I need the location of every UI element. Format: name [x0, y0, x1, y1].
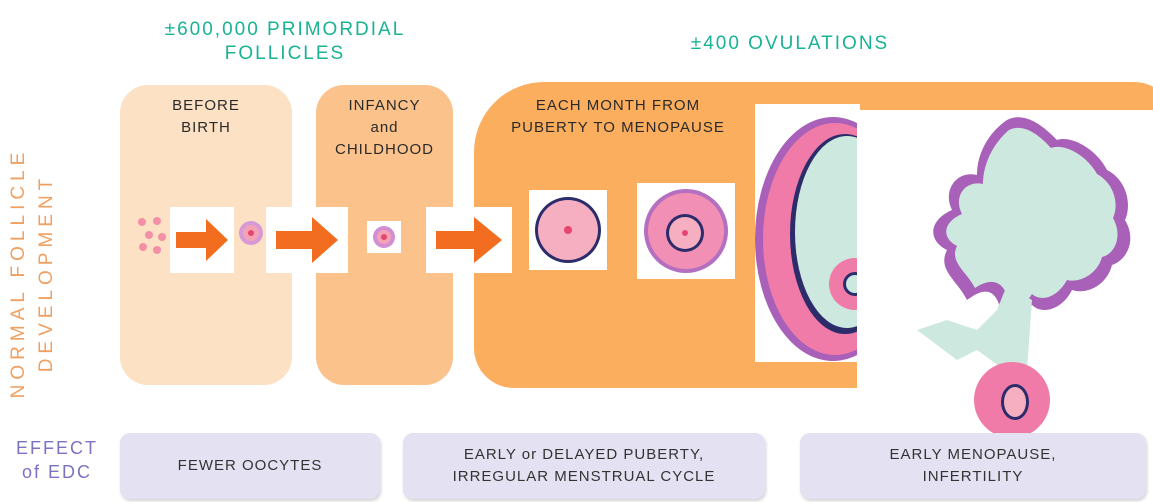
effect-line1: EFFECT — [2, 436, 112, 460]
follicle-icon — [236, 218, 266, 248]
effect-box-1-text: FEWER OOCYTES — [178, 455, 323, 477]
follicle-icon — [367, 221, 401, 253]
arrow-tile-1 — [170, 207, 234, 273]
ovulated-follicle-image — [857, 110, 1153, 435]
follicle-icon — [529, 190, 607, 270]
arrow-tile-3 — [426, 207, 512, 273]
follicle-icon — [857, 110, 1153, 435]
small-follicle-1 — [236, 218, 266, 248]
arrow-tile-2 — [266, 207, 348, 273]
small-follicle-2 — [367, 221, 401, 253]
effect-box-3-line2: INFERTILITY — [923, 466, 1024, 488]
stage1-line2: BIRTH — [120, 117, 292, 139]
follicle-icon — [755, 104, 860, 362]
ovulations-label: ±400 OVULATIONS — [640, 32, 940, 56]
side-label-line2: DEVELOPMENT — [33, 123, 61, 423]
secondary-follicle-image — [637, 183, 735, 279]
normal-follicle-development-label: NORMAL FOLLICLE DEVELOPMENT — [5, 123, 75, 423]
effect-box-fewer-oocytes: FEWER OOCYTES — [120, 433, 380, 499]
effect-box-puberty: EARLY or DELAYED PUBERTY, IRREGULAR MENS… — [403, 433, 765, 499]
arrow-right-icon — [266, 207, 348, 273]
stage-before-birth-label: BEFORE BIRTH — [120, 95, 292, 139]
primordial-line2: FOLLICLES — [120, 42, 450, 66]
arrow-right-icon — [426, 207, 512, 273]
primordial-follicles-image — [135, 213, 169, 257]
effect-box-menopause: EARLY MENOPAUSE, INFERTILITY — [800, 433, 1146, 499]
primordial-line1: ±600,000 PRIMORDIAL — [120, 18, 450, 42]
stage1-line1: BEFORE — [120, 95, 292, 117]
arrow-right-icon — [170, 207, 234, 273]
effect-line2: of EDC — [2, 460, 112, 484]
effect-box-2-line2: IRREGULAR MENSTRUAL CYCLE — [453, 466, 716, 488]
stage2-line2: and — [316, 117, 453, 139]
primary-follicle-image — [529, 190, 607, 270]
stage3-line1: EACH MONTH FROM — [478, 95, 758, 117]
stage2-line3: CHILDHOOD — [316, 139, 453, 161]
follicle-icon — [637, 183, 735, 279]
antral-follicle-image — [755, 104, 860, 362]
effect-box-2-line1: EARLY or DELAYED PUBERTY, — [464, 444, 704, 466]
stage-puberty-label: EACH MONTH FROM PUBERTY TO MENOPAUSE — [478, 95, 758, 139]
stage-infancy-label: INFANCY and CHILDHOOD — [316, 95, 453, 161]
side-label-line1: NORMAL FOLLICLE — [5, 123, 33, 423]
stage2-line1: INFANCY — [316, 95, 453, 117]
stage3-line2: PUBERTY TO MENOPAUSE — [478, 117, 758, 139]
primordial-follicles-label: ±600,000 PRIMORDIAL FOLLICLES — [120, 18, 450, 66]
effect-of-edc-label: EFFECT of EDC — [2, 436, 112, 484]
effect-box-3-line1: EARLY MENOPAUSE, — [890, 444, 1057, 466]
